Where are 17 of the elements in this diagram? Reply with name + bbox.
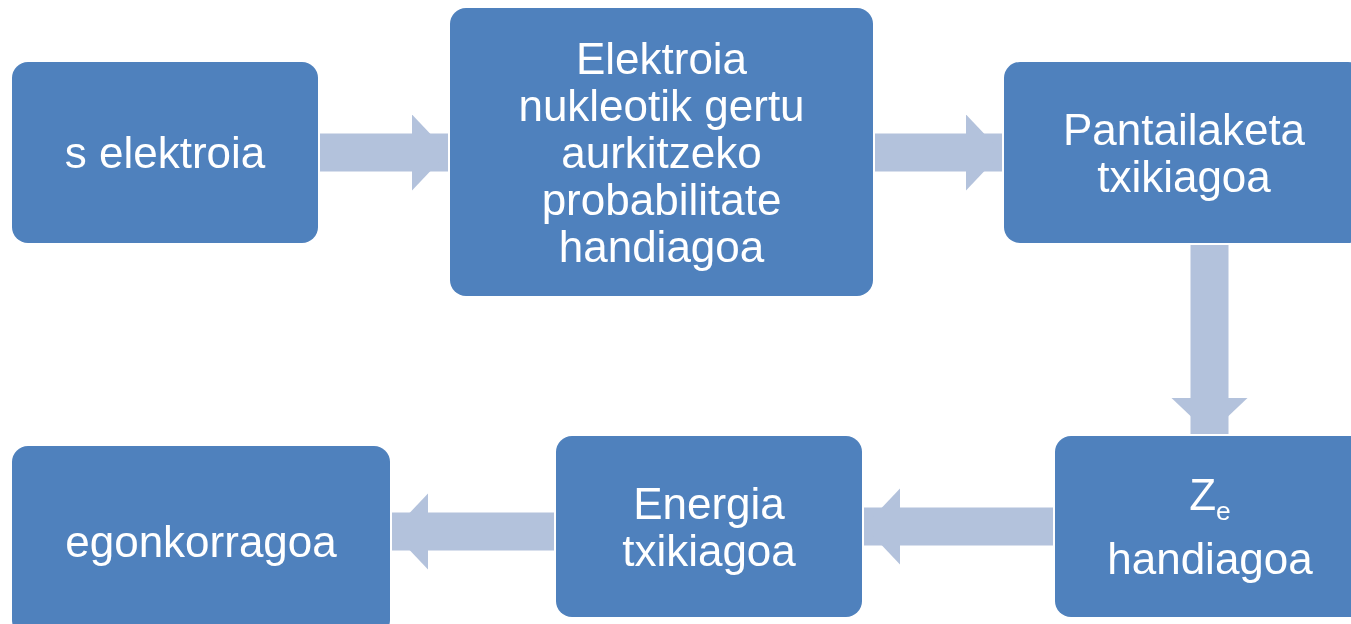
box-text: Elektroia nukleotik gertu aurkitzeko probabilitate handiagoa <box>517 34 806 270</box>
block-arrow <box>392 493 554 570</box>
process-box <box>1004 62 1351 243</box>
process-box <box>1055 436 1351 617</box>
box-text: egonkorragoa <box>65 517 337 565</box>
box-text: Pantailaketa txikiagoa <box>1061 105 1307 200</box>
block-arrow <box>1171 245 1248 434</box>
process-box <box>12 62 318 243</box>
process-box <box>556 436 862 617</box>
box-text: s elektroia <box>64 129 266 176</box>
box-text: Energia txikiagoa <box>621 479 797 574</box>
block-arrow <box>864 488 1053 565</box>
process-box <box>450 8 873 296</box>
process-box <box>12 446 390 624</box>
box-text: Z$_{e}$ handiagoa <box>1106 471 1314 582</box>
block-arrow <box>875 114 1002 191</box>
block-arrow <box>320 114 448 191</box>
